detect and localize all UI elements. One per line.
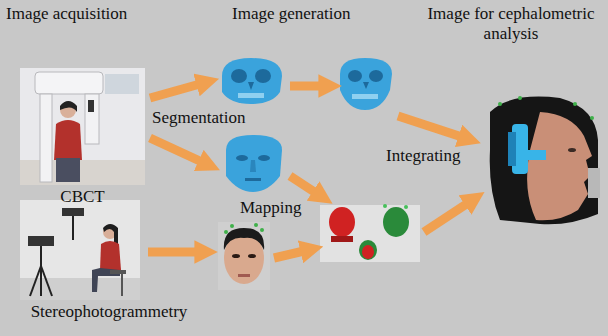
arrow <box>150 84 200 98</box>
face-photo <box>218 222 270 290</box>
photo-frame <box>4 200 214 302</box>
step-label: Mapping <box>240 198 301 218</box>
arrow <box>424 203 468 232</box>
stereo-photo <box>20 200 140 300</box>
image-caption: CBCT <box>20 187 145 207</box>
image-caption: Stereophotogrammetry <box>4 302 214 322</box>
arrow <box>150 138 202 162</box>
skull-model <box>340 58 392 110</box>
photo-frame <box>20 68 145 187</box>
step-label: Segmentation <box>152 108 245 128</box>
arrow <box>290 82 322 91</box>
mapping-panel <box>320 204 420 262</box>
segmented-skull <box>222 58 282 104</box>
column-heading: Image for cephalometric analysis <box>420 4 602 44</box>
segmented-face-mesh <box>226 135 282 192</box>
arrow <box>398 116 462 137</box>
arrow <box>290 176 316 193</box>
integrated-head <box>490 96 600 224</box>
column-heading: Image acquisition <box>6 4 127 24</box>
cbct-node: CBCT <box>20 68 145 207</box>
step-label: Integrating <box>386 146 461 166</box>
arrow <box>274 251 304 258</box>
column-heading: Image generation <box>232 4 350 24</box>
stereo-node: Stereophotogrammetry <box>4 200 214 322</box>
cbct-photo <box>20 68 145 185</box>
flow-arrows <box>148 84 468 258</box>
arrow <box>148 248 198 257</box>
